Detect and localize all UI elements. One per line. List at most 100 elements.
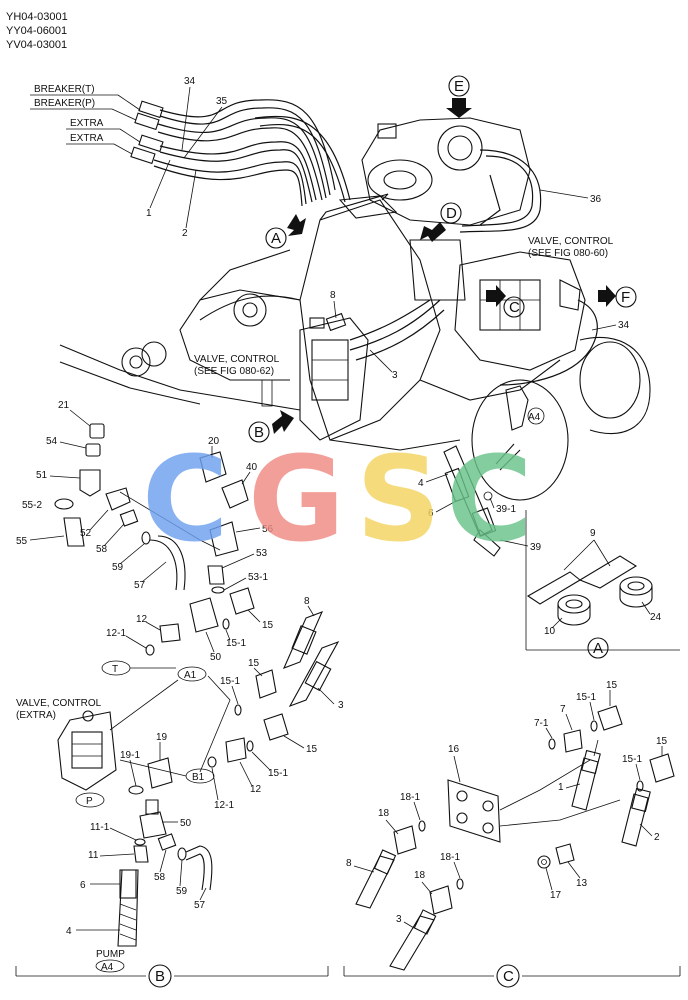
arrow-f: [598, 285, 616, 307]
callout-15-1-top: 15-1: [226, 638, 246, 649]
view-circle-e: [448, 75, 470, 97]
callout-2-c: 2: [654, 832, 660, 843]
arrow-d: [420, 222, 446, 242]
control-valve-right: [454, 251, 651, 435]
callout-7: 7: [560, 704, 566, 715]
arrow-e: [446, 98, 472, 118]
hose-bundle: [153, 99, 351, 207]
callout-6-low: 6: [80, 880, 86, 891]
callout-58: 58: [96, 544, 108, 555]
valve-control-left-line1: VALVE, CONTROL: [194, 354, 280, 365]
watermark-cgsc: C G S C: [142, 430, 533, 568]
callout-17: 17: [550, 890, 562, 901]
callout-12-low: 12: [250, 784, 262, 795]
callout-4: 4: [418, 478, 424, 489]
callout-8-left: 8: [304, 596, 310, 607]
panel-c: C 16 7-1 7 15-1 15 1 15 15-1: [343, 680, 681, 988]
tag-b1: B1: [192, 772, 205, 783]
callout-53: 53: [256, 548, 268, 559]
callout-39-1: 39-1: [496, 504, 516, 515]
valve-control-right-line2: (SEE FIG 080-60): [528, 248, 608, 259]
callout-6: 6: [428, 508, 434, 519]
view-letter-d: D: [446, 205, 457, 222]
callout-18: 18: [378, 808, 390, 819]
tag-p: P: [86, 796, 93, 807]
callout-19: 19: [156, 732, 168, 743]
callout-1-c: 1: [558, 782, 564, 793]
boom-structure: [59, 193, 561, 451]
callout-8: 8: [330, 290, 336, 301]
tag-t: T: [112, 664, 118, 675]
label-breaker-t: BREAKER(T): [34, 84, 95, 95]
callout-18-1: 18-1: [400, 792, 420, 803]
callout-2: 2: [182, 228, 188, 239]
callout-56: 56: [262, 524, 274, 535]
panel-a-letter: A: [593, 640, 603, 657]
callout-51: 51: [36, 470, 48, 481]
tag-a4-main: A4: [528, 412, 541, 423]
view-letter-c: C: [509, 299, 520, 316]
view-letter-e: E: [454, 78, 464, 95]
callout-55: 55: [16, 536, 28, 547]
callout-15-1-low: 15-1: [268, 768, 288, 779]
bracket-stub: [261, 379, 273, 407]
callout-11: 11: [88, 850, 99, 861]
callout-58-low: 58: [154, 872, 166, 883]
extra-valve: [57, 710, 117, 791]
valve-control-right-line1: VALVE, CONTROL: [528, 236, 614, 247]
view-letter-a: A: [271, 230, 281, 247]
callout-3: 3: [392, 370, 398, 381]
exploded-parts-left: 21 54 51 55-2 55 52 58 59 57 20 40 56: [16, 400, 344, 973]
callout-10: 10: [544, 626, 556, 637]
valve-extra-line1: VALVE, CONTROL: [16, 698, 102, 709]
callout-34-b: 34: [618, 320, 630, 331]
callout-9: 9: [590, 528, 596, 539]
main-assembly: BREAKER(T) BREAKER(P) EXTRA EXTRA: [30, 75, 651, 557]
callout-15-1-mid: 15-1: [220, 676, 240, 687]
callout-57: 57: [134, 580, 146, 591]
view-letter-b: B: [254, 424, 264, 441]
panel-c-letter: C: [503, 968, 514, 985]
callout-8-c: 8: [346, 858, 352, 869]
callout-18-low: 18: [414, 870, 426, 881]
callout-15-low: 15: [306, 744, 318, 755]
callout-16: 16: [448, 744, 460, 755]
label-extra-1: EXTRA: [70, 118, 104, 129]
model-code-3: YV04-03001: [6, 39, 67, 51]
callout-55-2: 55-2: [22, 500, 42, 511]
watermark-letter-s: S: [356, 430, 441, 568]
panel-b-frame: B: [15, 964, 329, 988]
callout-57-low: 57: [194, 900, 206, 911]
callout-15-1-c: 15-1: [576, 692, 596, 703]
callout-7-1: 7-1: [534, 718, 549, 729]
callout-40: 40: [246, 462, 258, 473]
arrow-a: [287, 214, 306, 236]
callout-50: 50: [210, 652, 222, 663]
callout-3-c: 3: [396, 914, 402, 925]
tag-a4-pump: A4: [101, 962, 114, 973]
callout-21: 21: [58, 400, 70, 411]
callout-15-mid: 15: [248, 658, 260, 669]
callout-59: 59: [112, 562, 124, 573]
engine-block: [361, 117, 542, 233]
callout-15-1-c-right: 15-1: [622, 754, 642, 765]
callout-18-1-low: 18-1: [440, 852, 460, 863]
hose-4-assembly: [443, 445, 501, 557]
arrow-b: [272, 410, 294, 434]
control-valve-left: [299, 299, 445, 441]
view-circle-f: [615, 286, 637, 308]
callout-53-1: 53-1: [248, 572, 268, 583]
callout-15-c: 15: [606, 680, 618, 691]
callout-3-left: 3: [338, 700, 344, 711]
panel-a: 9 10 24 A: [525, 510, 680, 659]
callout-12: 12: [136, 614, 148, 625]
callout-12-1-low: 12-1: [214, 800, 234, 811]
callout-15-c-right: 15: [656, 736, 668, 747]
view-letter-f: F: [621, 289, 630, 306]
view-circle-a: [265, 227, 287, 249]
view-circle-d: [440, 202, 462, 224]
label-breaker-p: BREAKER(P): [34, 98, 95, 109]
tag-a1: A1: [184, 670, 197, 681]
